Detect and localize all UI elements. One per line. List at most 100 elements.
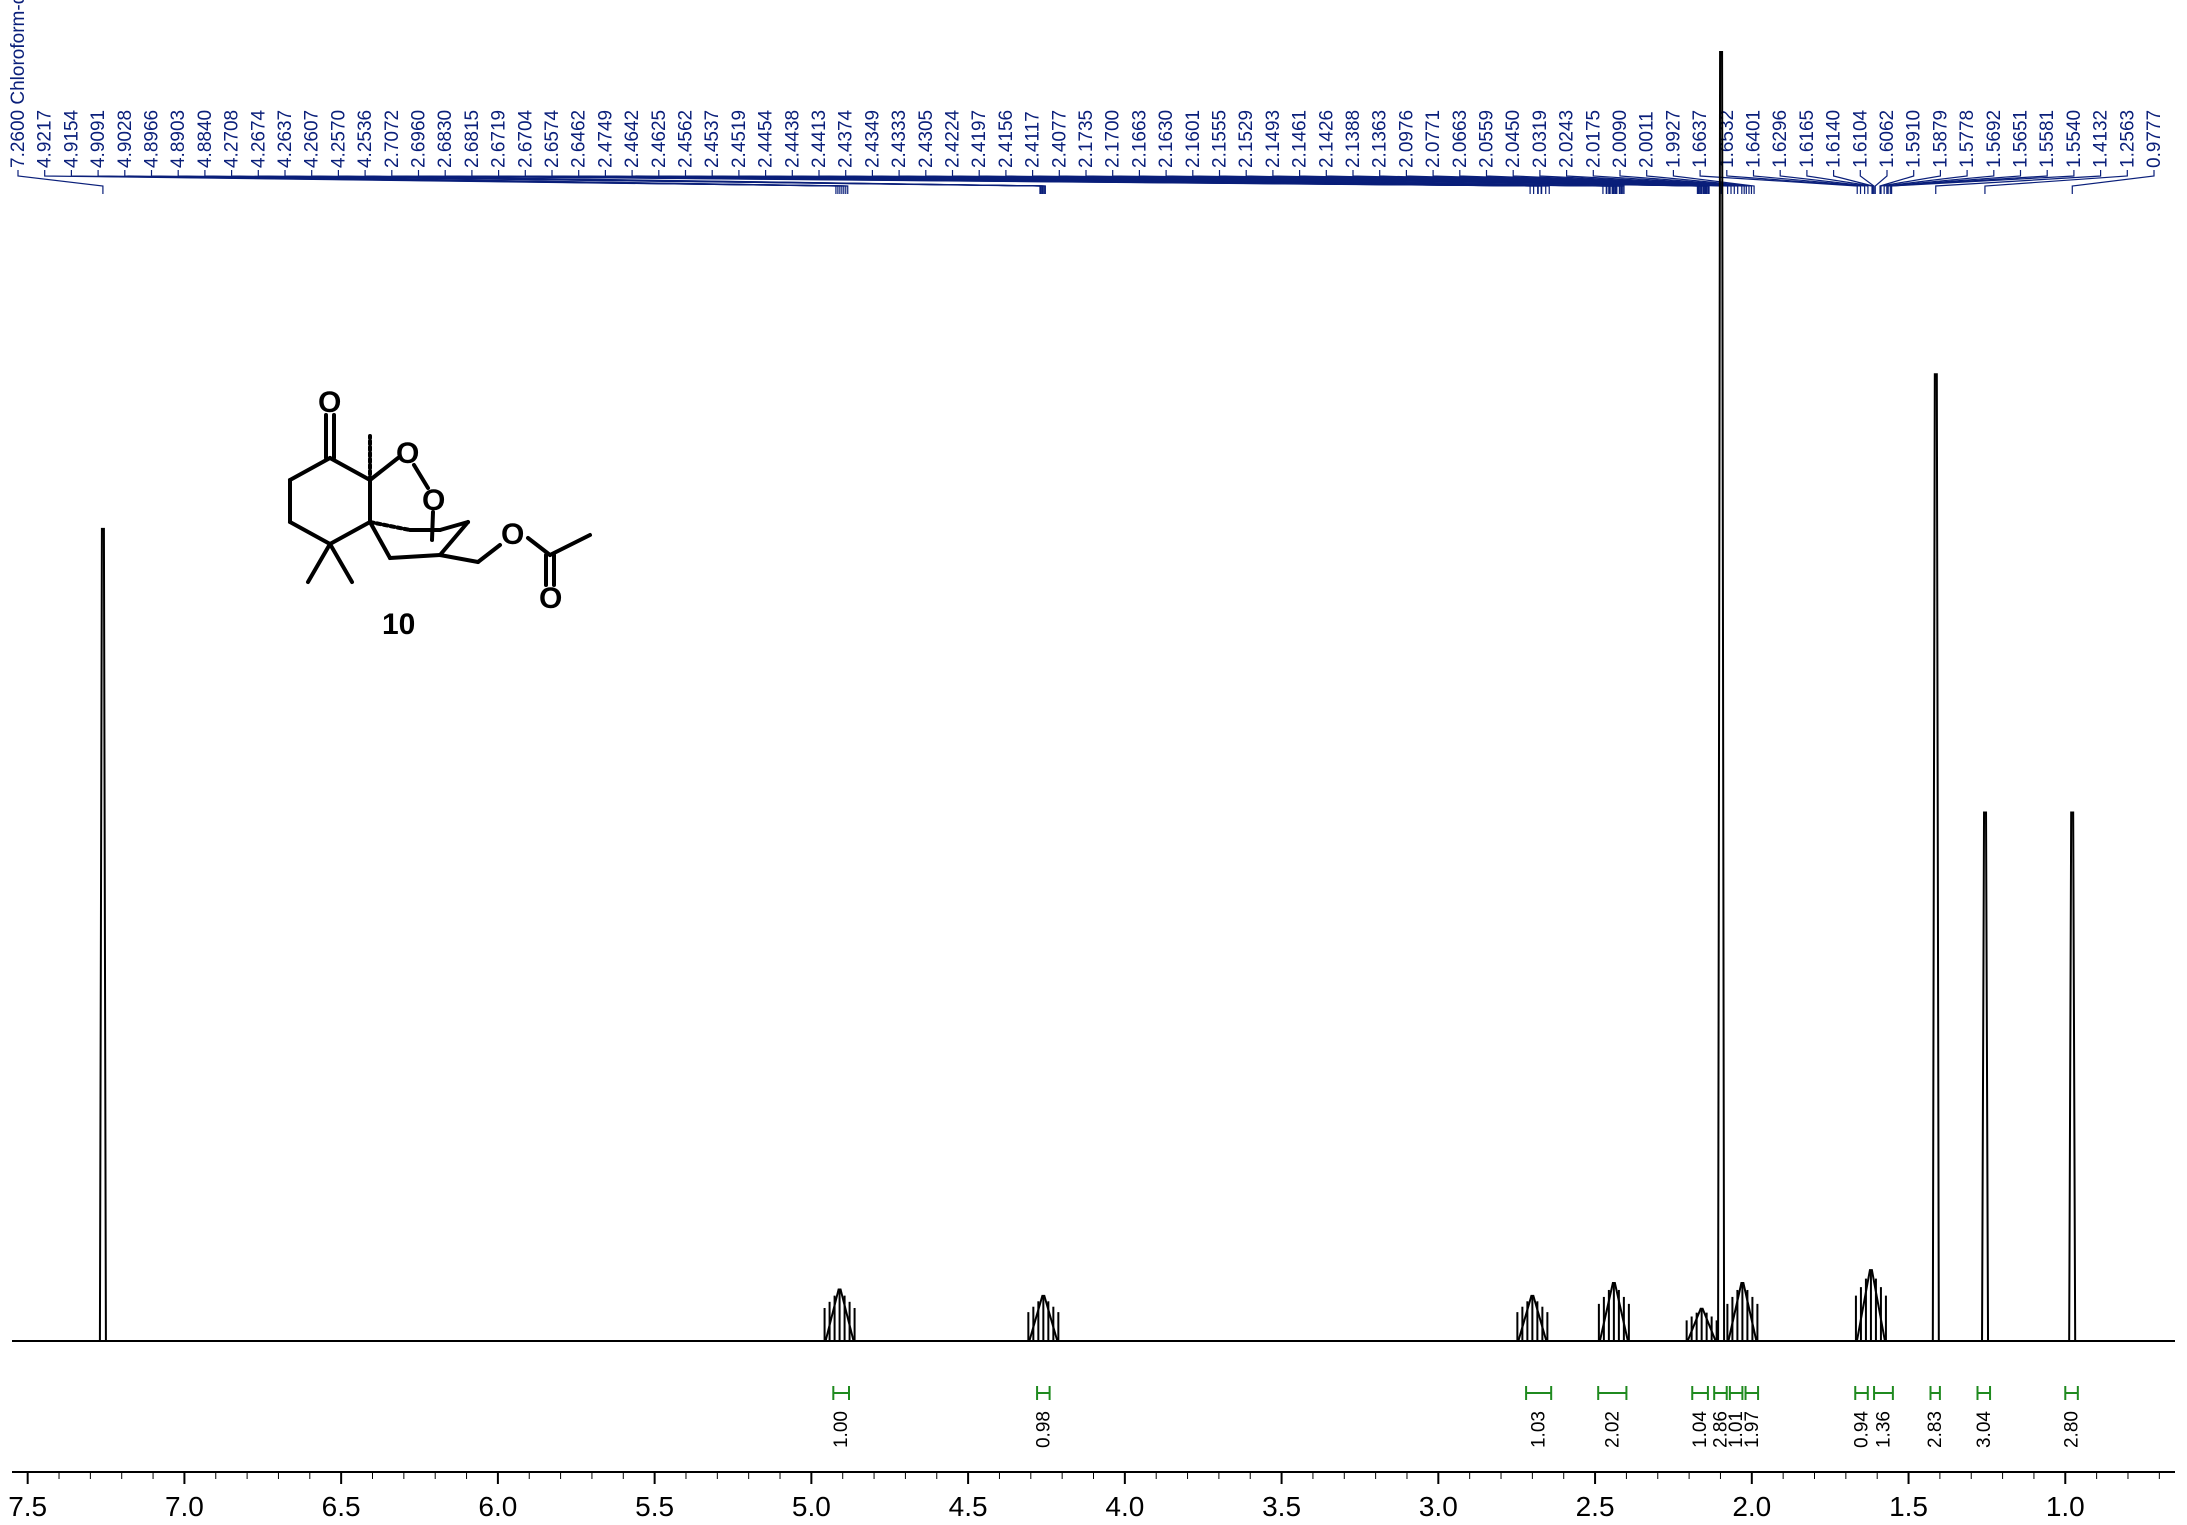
integral-value: 0.94 (1852, 1411, 1873, 1448)
peak-label: 2.0450 (1503, 110, 1524, 168)
peak-label: 4.9154 (61, 109, 82, 168)
spectrum-layer (12, 51, 2175, 1342)
peak-label: 2.4454 (756, 109, 777, 168)
peak-label: 2.1461 (1290, 110, 1311, 168)
peak-label: 2.6704 (515, 109, 536, 168)
peak-label: 2.4305 (916, 110, 937, 168)
peak-connector (1646, 170, 1753, 194)
peak-label: 2.4537 (702, 110, 723, 168)
spectrum-peak (1931, 373, 1940, 1342)
structure-atom-labels: O O O O O 10 (318, 386, 562, 641)
peak-label: 4.2674 (248, 109, 269, 168)
peak-label: 1.4132 (2091, 110, 2112, 168)
peak-connector (1984, 170, 2128, 194)
x-tick-label: 3.5 (1262, 1491, 1301, 1522)
peak-label: 2.0976 (1396, 110, 1417, 168)
peak-label: 2.4413 (809, 110, 830, 168)
spectrum-peak (2068, 811, 2077, 1342)
peak-connector (1879, 170, 1915, 194)
peak-label: 1.5910 (1904, 110, 1925, 168)
x-tick-label: 6.0 (478, 1491, 517, 1522)
peak-label: 2.6830 (435, 110, 456, 168)
peak-connector (1891, 170, 2075, 194)
spectrum-peak (1717, 51, 1726, 1342)
peak-label: 2.4117 (1023, 111, 1044, 168)
integral-value: 1.01 (1726, 1411, 1747, 1448)
spectrum-peak (1598, 1281, 1629, 1342)
integral-value: 1.03 (1529, 1411, 1550, 1448)
atom-label-ketone-o: O (318, 386, 341, 419)
peak-label: 1.6165 (1797, 110, 1818, 168)
atom-label-carbonyl-o: O (539, 582, 562, 615)
peak-label: 2.0011 (1637, 111, 1658, 168)
peak-label: 2.4625 (649, 110, 670, 168)
x-tick-label: 3.0 (1419, 1491, 1458, 1522)
peak-label: 2.0663 (1450, 110, 1471, 168)
atom-label-peroxide-o1: O (396, 437, 419, 470)
x-tick-label: 7.5 (8, 1491, 47, 1522)
peak-label: 2.0319 (1530, 110, 1551, 168)
peak-label: 4.2607 (302, 110, 323, 168)
peak-label: 4.2536 (355, 110, 376, 168)
peak-connector (1566, 170, 1745, 194)
integral-value: 0.98 (1033, 1411, 1054, 1448)
peak-label: 1.5651 (2011, 110, 2032, 168)
peak-connector (1886, 170, 1995, 194)
peak-label: 2.1601 (1183, 110, 1204, 168)
peak-connector (17, 170, 104, 194)
peak-label: 2.4077 (1049, 110, 1070, 168)
peak-label: 1.5778 (1957, 110, 1978, 168)
peak-label: 2.4349 (862, 110, 883, 168)
peak-label: 1.6062 (1877, 110, 1898, 168)
x-tick-label: 4.5 (949, 1491, 988, 1522)
spectrum-peak (1727, 1281, 1758, 1342)
peak-connector (1379, 170, 1710, 194)
spectrum-peak (1855, 1269, 1886, 1342)
peak-label: 4.2708 (222, 110, 243, 168)
integral-value: 1.36 (1873, 1411, 1894, 1448)
peak-label: 2.0559 (1477, 110, 1498, 168)
peak-label: 0.9777 (2144, 110, 2165, 168)
atom-label-peroxide-o2: O (422, 484, 445, 517)
peak-label: 2.1555 (1210, 110, 1231, 168)
spectrum-peak (1981, 811, 1990, 1342)
peak-connector (1619, 170, 1750, 194)
peak-connector (1880, 170, 1941, 194)
peak-label: 1.2563 (2117, 110, 2138, 168)
peak-connector (1672, 170, 1755, 194)
peak-connector (1779, 170, 1869, 194)
spectrum-peak (98, 527, 107, 1342)
peak-label: 4.9028 (115, 110, 136, 168)
integral-value: 3.04 (1974, 1411, 1995, 1448)
peak-label: 1.6104 (1850, 109, 1871, 168)
integral-value: 2.83 (1925, 1411, 1946, 1448)
peak-label: 2.4438 (782, 110, 803, 168)
peak-connector (1806, 170, 1873, 194)
peak-connector (2071, 170, 2155, 194)
peak-label: 2.1493 (1263, 110, 1284, 168)
peak-label: 2.0771 (1423, 110, 1444, 168)
integral-value: 1.00 (831, 1411, 852, 1448)
peak-label: 2.0243 (1557, 110, 1578, 168)
peak-connector (1058, 170, 1625, 194)
peak-label: 2.4374 (836, 109, 857, 168)
x-tick-label: 2.5 (1576, 1491, 1615, 1522)
peak-connector (1874, 170, 1888, 194)
solvent-peak-label: 7.2600 Chloroform-d (8, 0, 29, 168)
peak-connector (1833, 170, 1874, 194)
peak-label: 2.4642 (622, 110, 643, 168)
peak-connector (1859, 170, 1875, 194)
x-tick-label: 5.5 (635, 1491, 674, 1522)
peak-label: 2.6719 (489, 110, 510, 168)
peak-label: 2.1663 (1129, 110, 1150, 168)
peak-label: 2.1735 (1076, 110, 1097, 168)
peak-label: 1.6401 (1744, 110, 1765, 168)
peak-label: 2.4749 (595, 110, 616, 168)
peak-label: 2.1529 (1236, 110, 1257, 168)
peak-label: 1.5879 (1930, 110, 1951, 168)
peak-label: 4.8903 (168, 110, 189, 168)
peak-label: 1.5692 (1984, 110, 2005, 168)
